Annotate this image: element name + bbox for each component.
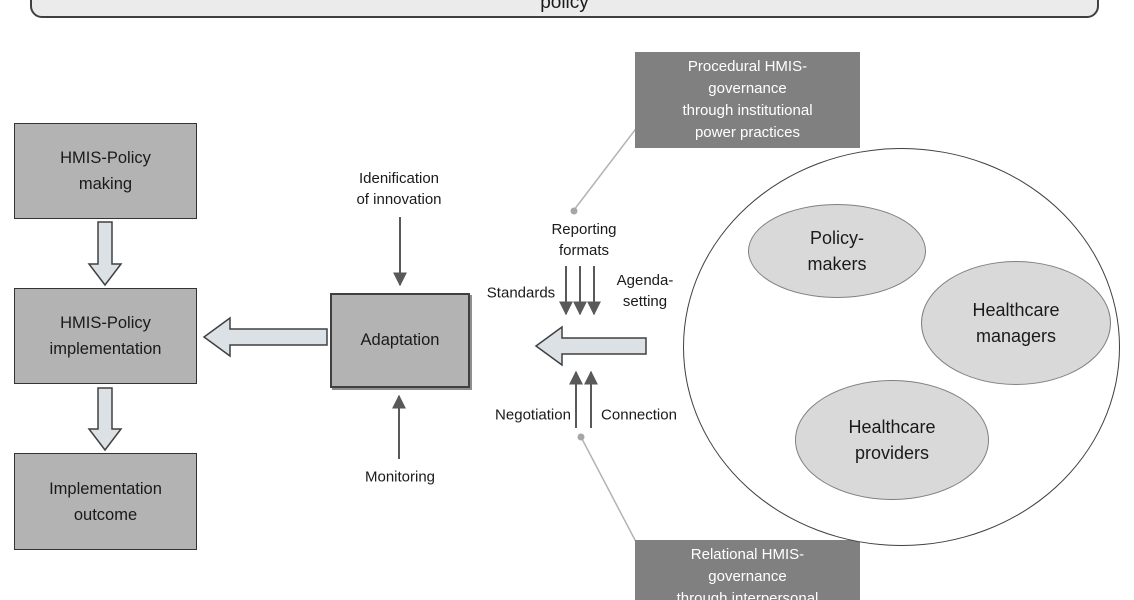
monitoring-label: Monitoring [364,468,436,486]
hmis-policy-making-label: HMIS-Policy making [60,149,151,193]
top-banner: policy [30,0,1099,18]
agenda-setting-label: Agenda- setting [616,272,674,310]
left-block-arrow-adaptation-to-implementation [202,316,328,358]
implementation-outcome-label: Implementation outcome [49,479,162,524]
procedural-governance-text: Procedural HMIS- governance through inst… [682,58,813,141]
healthcare-managers-ellipse: Healthcare managers [921,261,1111,385]
procedural-governance-callout: Procedural HMIS- governance through inst… [635,52,860,148]
down-block-arrow-1 [87,221,123,287]
reporting-formats-label: Reporting formats [551,221,617,259]
connection-label: Connection [601,406,677,424]
procedural-connector-line [570,125,639,215]
hmis-policy-making-box: HMIS-Policy making [14,123,197,219]
healthcare-providers-ellipse: Healthcare providers [795,380,989,500]
relational-governance-callout: Relational HMIS- governance through inte… [635,540,860,600]
left-block-arrow-actors-to-adaptation [534,325,647,367]
implementation-outcome-box: Implementation outcome [14,453,197,550]
healthcare-managers-label: Healthcare managers [972,300,1060,346]
policy-makers-ellipse: Policy- makers [748,204,926,298]
standards-label: Standards [486,284,556,302]
identification-label: Idenification of innovation [356,170,442,208]
hmis-policy-implementation-label: HMIS-Policy implementation [49,314,162,358]
top-banner-text: policy [540,0,589,13]
adaptation-box: Adaptation [330,293,470,388]
down-block-arrow-2 [87,387,123,452]
adaptation-label: Adaptation [360,331,440,349]
connector-dot [570,207,578,215]
hmis-policy-implementation-box: HMIS-Policy implementation [14,288,197,384]
connector-dot [577,433,585,441]
negotiation-label: Negotiation [495,406,571,424]
policy-makers-label: Policy- makers [807,228,867,274]
healthcare-providers-label: Healthcare providers [848,417,936,463]
relational-governance-text: Relational HMIS- governance through inte… [676,546,819,600]
